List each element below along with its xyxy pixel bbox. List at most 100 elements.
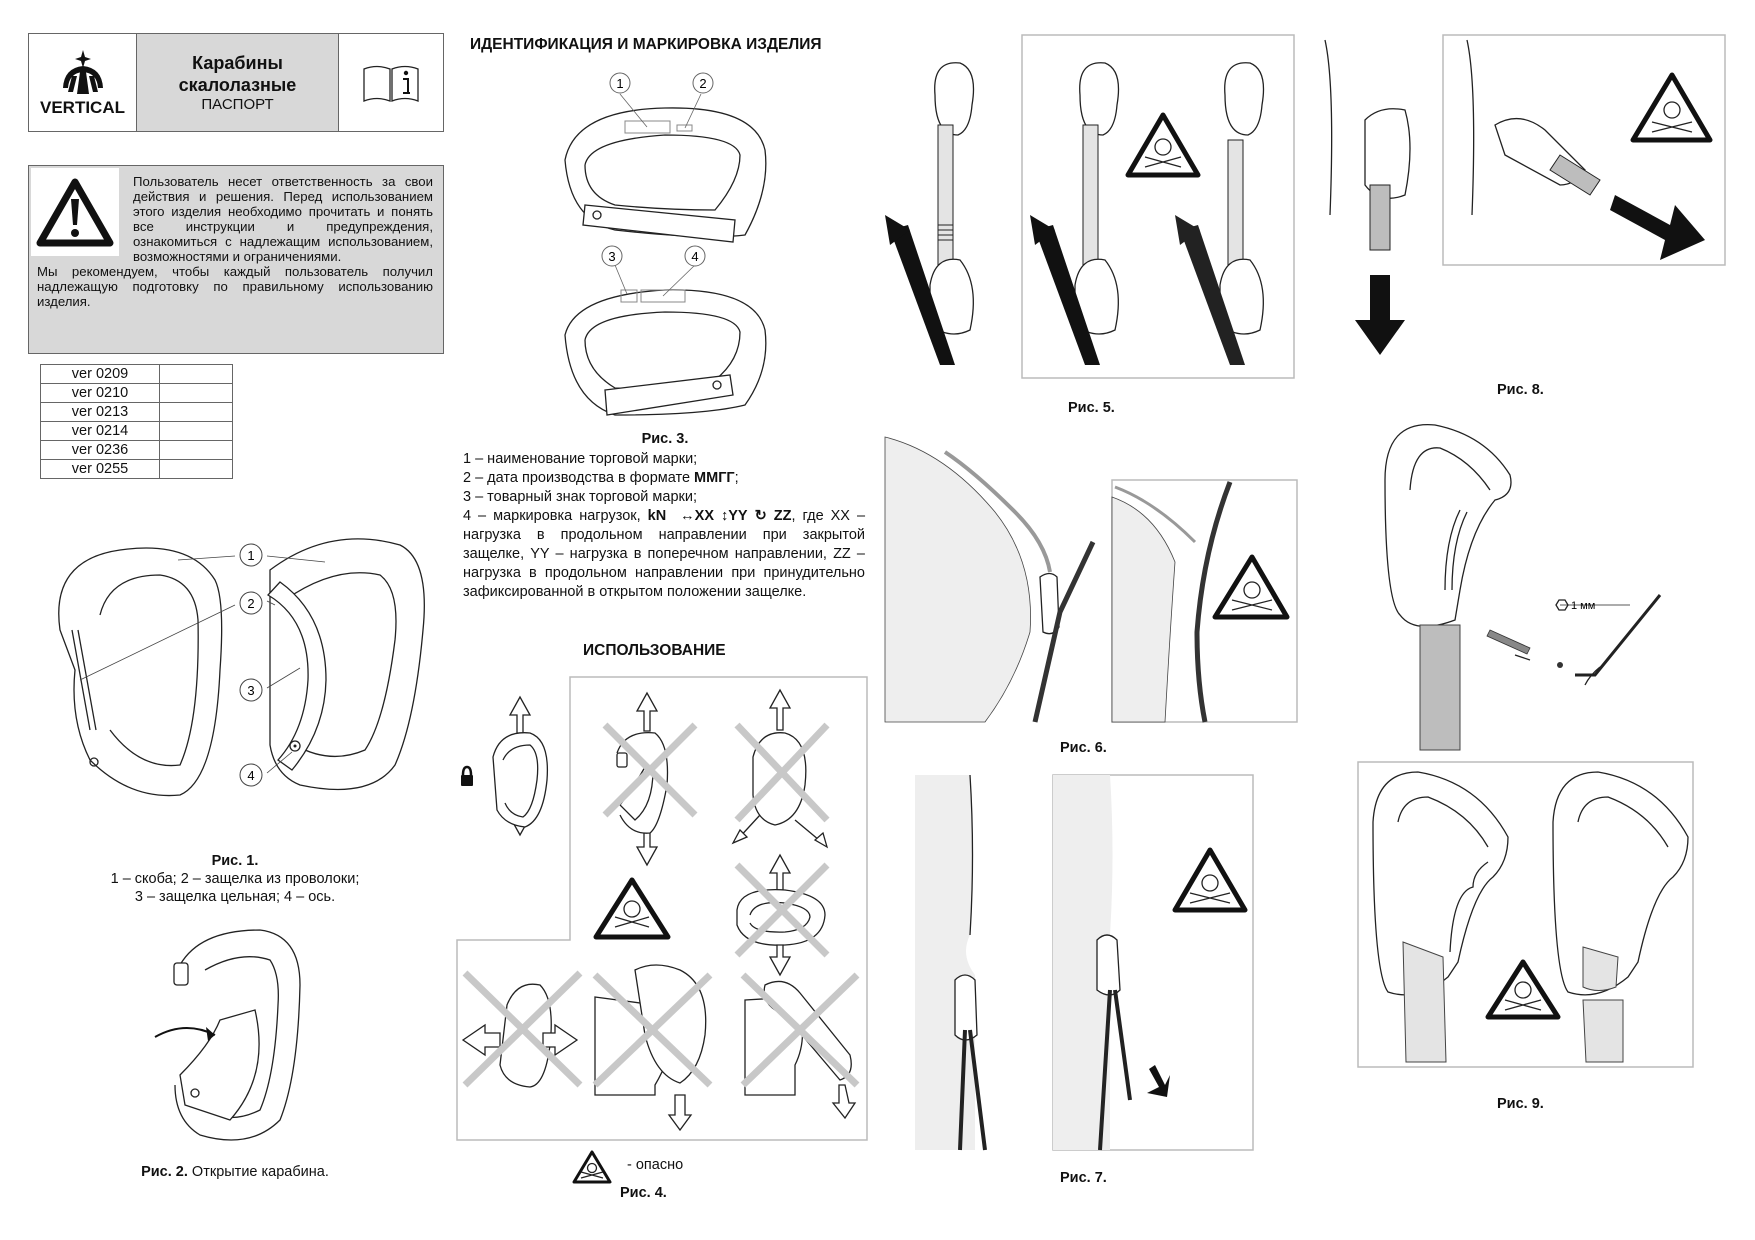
figure-2-caption: Рис. 2. Открытие карабина. bbox=[60, 1163, 410, 1181]
danger-sign bbox=[593, 877, 671, 940]
version-label: ver 0255 bbox=[40, 459, 160, 479]
version-value bbox=[159, 440, 233, 460]
hex-key-size-label: 1 мм bbox=[1571, 600, 1595, 612]
callout-3: 3 bbox=[601, 245, 623, 267]
title-line-2: скалолазные bbox=[178, 74, 297, 95]
warning-icon-box bbox=[31, 168, 119, 256]
hex-key-icon bbox=[1555, 599, 1569, 611]
figure-1-legend-line1: 1 – скоба; 2 – защелка из проволоки; bbox=[110, 871, 360, 887]
brand-name: VERTICAL bbox=[40, 97, 125, 117]
warning-triangle-icon bbox=[36, 178, 114, 247]
ice-axe-wrong bbox=[1466, 39, 1713, 260]
load-minor-axis: ↕YY bbox=[721, 508, 748, 524]
table-row: ver 0236 bbox=[40, 440, 233, 460]
svg-text:2: 2 bbox=[699, 76, 706, 91]
version-value bbox=[159, 402, 233, 422]
legend-item-2: 2 – дата производства в формате ММГГ; bbox=[463, 470, 739, 486]
usage-title: ИСПОЛЬЗОВАНИЕ bbox=[583, 642, 726, 659]
incorrect-clipping bbox=[1052, 774, 1254, 1151]
figure-7-rope-clipping bbox=[915, 774, 1254, 1151]
danger-sign bbox=[1485, 959, 1561, 1020]
figure-1-carabiner-parts: 1 2 3 4 bbox=[58, 538, 425, 797]
title-line-1: Карабины bbox=[192, 52, 283, 73]
document-title-block: Карабины скалолазные ПАСПОРТ bbox=[137, 34, 339, 131]
incorrect-compression bbox=[461, 970, 583, 1088]
figure-2-text: Открытие карабина. bbox=[187, 1164, 329, 1180]
table-row: ver 0214 bbox=[40, 421, 233, 441]
quickdraw-wrong-1 bbox=[1030, 62, 1120, 365]
warning-text: Пользователь несет ответственность за св… bbox=[133, 174, 433, 264]
version-value bbox=[159, 459, 233, 479]
callout-4: 4 bbox=[239, 763, 263, 787]
version-label: ver 0214 bbox=[40, 421, 160, 441]
callout-4: 4 bbox=[684, 245, 706, 267]
carabiner-wire-gate-drawing bbox=[58, 547, 223, 797]
callout-1: 1 bbox=[609, 72, 631, 94]
figure-1-legend-line2: 3 – защелка цельная; 4 – ось. bbox=[134, 889, 336, 905]
incorrect-frame bbox=[1021, 34, 1295, 379]
warning-panel: Пользователь несет ответственность за св… bbox=[28, 165, 444, 354]
identification-title: ИДЕНТИФИКАЦИЯ И МАРКИРОВКА ИЗДЕЛИЯ bbox=[470, 36, 822, 53]
figure-6-edge-rigging bbox=[884, 436, 1298, 723]
info-book-block bbox=[339, 34, 443, 131]
gate-pin-replacement-drawing: 1 мм bbox=[1384, 424, 1662, 751]
figure-8-caption: Рис. 8. bbox=[1497, 382, 1544, 398]
quickdraw-wrong-2 bbox=[1175, 62, 1265, 365]
svg-text:4: 4 bbox=[247, 768, 254, 783]
carabiner-top-view bbox=[564, 93, 767, 243]
danger-legend-icon bbox=[572, 1150, 612, 1184]
callout-2: 2 bbox=[239, 591, 263, 615]
table-row: ver 0213 bbox=[40, 402, 233, 422]
legend-item-3: 3 – товарный знак торговой марки; bbox=[463, 489, 697, 505]
correct-edge-rigging bbox=[884, 436, 1096, 723]
quickdraw-correct bbox=[885, 62, 975, 365]
open-gate-icon: ↻ bbox=[754, 508, 767, 524]
version-value bbox=[159, 364, 233, 384]
legend-item-4: 4 – маркировка нагрузок, kN ↔XX ↕YY ↻ ZZ… bbox=[463, 508, 866, 600]
figure-5-caption: Рис. 5. bbox=[1068, 400, 1115, 416]
svg-text:3: 3 bbox=[608, 249, 615, 264]
correct-loading-example bbox=[461, 695, 549, 837]
figure-2-opening-carabiner bbox=[154, 929, 301, 1141]
figure-6-caption: Рис. 6. bbox=[1060, 740, 1107, 756]
svg-text:4: 4 bbox=[691, 249, 698, 264]
recommendation-text: Мы рекомендуем, чтобы каждый пользовател… bbox=[37, 264, 433, 309]
document-subtitle: ПАСПОРТ bbox=[201, 95, 274, 113]
figure-1-label: Рис. 1. bbox=[211, 853, 259, 869]
unit-kn: kN bbox=[647, 508, 667, 524]
versions-table: ver 0209 ver 0210 ver 0213 ver 0214 ver … bbox=[40, 364, 233, 479]
version-label: ver 0236 bbox=[40, 440, 160, 460]
figure-3-marking-drawing: 1 2 3 4 bbox=[564, 72, 767, 416]
callout-3: 3 bbox=[239, 678, 263, 702]
carabiner-solid-gate-drawing bbox=[266, 538, 425, 791]
figure-2-label: Рис. 2. bbox=[141, 1164, 188, 1180]
incorrect-edge-ring bbox=[740, 972, 860, 1120]
table-row: ver 0209 bbox=[40, 364, 233, 384]
table-row: ver 0210 bbox=[40, 383, 233, 403]
incorrect-sling-placement bbox=[1552, 771, 1689, 1063]
version-label: ver 0210 bbox=[40, 383, 160, 403]
load-open-gate: ZZ bbox=[773, 508, 792, 524]
marking-legend: 1 – наименование торговой марки; 2 – дат… bbox=[463, 450, 865, 602]
incorrect-frame bbox=[1442, 34, 1726, 266]
figure-7-caption: Рис. 7. bbox=[1060, 1170, 1107, 1186]
figure-8-ice-axe bbox=[1324, 34, 1726, 355]
callout-lines bbox=[79, 555, 326, 774]
document-header: VERTICAL Карабины скалолазные ПАСПОРТ bbox=[28, 33, 444, 132]
figure-9-caption: Рис. 9. bbox=[1497, 1096, 1544, 1112]
callout-1: 1 bbox=[239, 543, 263, 567]
incorrect-triaxial-load bbox=[731, 688, 830, 849]
version-label: ver 0209 bbox=[40, 364, 160, 384]
danger-legend-text: - опасно bbox=[627, 1157, 684, 1173]
figure-4-caption: Рис. 4. bbox=[620, 1185, 667, 1201]
load-major-axis: ↔XX bbox=[680, 508, 714, 524]
figure-5-quickdraw bbox=[885, 34, 1295, 379]
correct-sling-placement bbox=[1372, 771, 1509, 1063]
figure-3-caption: Рис. 3. bbox=[641, 431, 689, 447]
table-row: ver 0255 bbox=[40, 459, 233, 479]
figure-4-usage-diagram bbox=[456, 676, 868, 1141]
version-label: ver 0213 bbox=[40, 402, 160, 422]
ice-axe-correct bbox=[1324, 39, 1411, 355]
svg-text:1: 1 bbox=[247, 548, 254, 563]
brand-logo: VERTICAL bbox=[29, 34, 137, 131]
